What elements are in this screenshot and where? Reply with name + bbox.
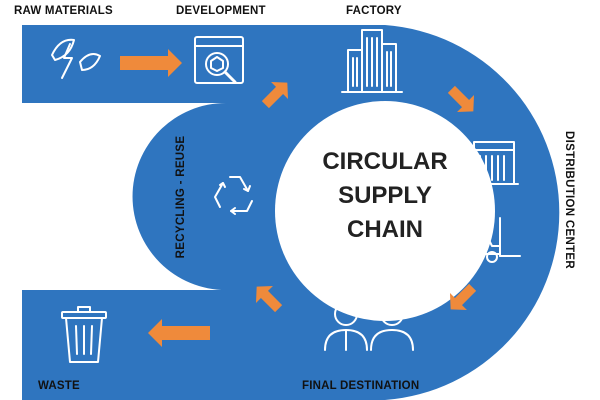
- stage-label-recycling-reuse: RECYCLING - REUSE: [175, 135, 187, 259]
- product-box-magnifier-icon: [194, 36, 244, 84]
- leaves-lightning-icon: [51, 38, 101, 79]
- warehouse-building-icon: [469, 141, 519, 185]
- arrow-destination-to-waste: [148, 319, 210, 347]
- stage-label-waste: WASTE: [38, 380, 80, 392]
- stage-label-development: DEVELOPMENT: [176, 5, 266, 17]
- factory-building-icon: [341, 29, 403, 93]
- forklift-icon: [467, 217, 521, 263]
- stage-label-raw-materials: RAW MATERIALS: [14, 5, 113, 17]
- center-title-line-2: SUPPLY: [338, 182, 432, 209]
- arrow-raw-to-development: [120, 49, 182, 77]
- recycle-icon: [214, 176, 253, 215]
- arrow-recycling-to-development: [255, 285, 283, 313]
- stage-label-distribution-center: DISTRIBUTION CENTER: [563, 131, 575, 269]
- center-circle: [275, 101, 495, 321]
- trash-can-icon: [61, 306, 107, 363]
- arrow-distribution-to-destination: [449, 283, 477, 311]
- center-title-line-3: CHAIN: [347, 216, 423, 243]
- customers-icon: [324, 299, 414, 351]
- flow-arrows: [120, 49, 477, 347]
- arrow-factory-to-distribution: [447, 85, 475, 113]
- stage-label-factory: FACTORY: [346, 5, 402, 17]
- center-title-line-1: CIRCULAR: [322, 148, 448, 175]
- center-title: CIRCULAR SUPPLY CHAIN: [285, 145, 485, 247]
- arrow-development-to-factory: [261, 81, 289, 109]
- stage-label-final-destination: FINAL DESTINATION: [302, 380, 420, 392]
